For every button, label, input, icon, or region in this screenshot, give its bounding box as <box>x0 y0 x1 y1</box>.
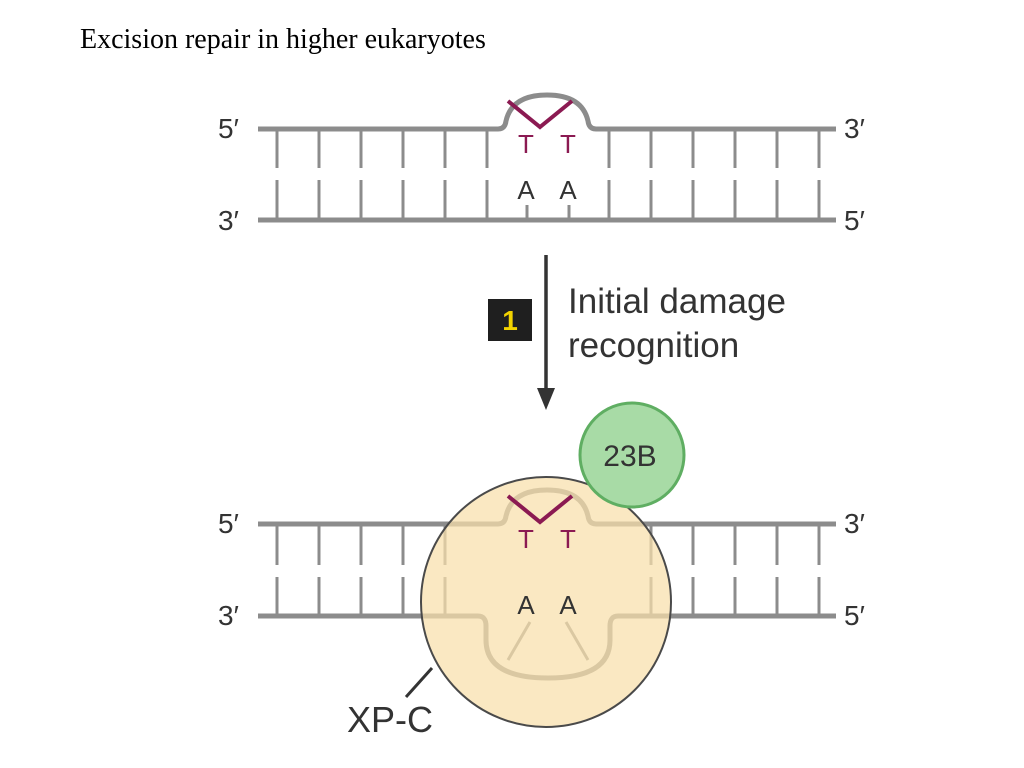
step-arrow-head <box>537 388 555 410</box>
xpc-leader-line <box>404 666 434 699</box>
slide-title: Excision repair in higher eukaryotes <box>80 24 486 55</box>
protein-23b-circle <box>578 401 686 509</box>
xpc-protein-circle <box>420 476 672 728</box>
top-adenine-1: A <box>517 175 535 205</box>
step-label-line-2: recognition <box>568 326 739 365</box>
step-number: 1 <box>502 305 518 336</box>
top-duplex-lower-left-end: 3′ <box>218 205 239 236</box>
bottom-duplex-lower-left-end: 3′ <box>218 600 239 631</box>
step-number-badge <box>488 299 532 341</box>
step-label-line-1: Initial damage <box>568 282 786 321</box>
top-adenine-2: A <box>559 175 577 205</box>
bottom-duplex-lower-right-end: 5′ <box>844 600 865 631</box>
xpc-label: XP-C <box>347 699 433 740</box>
top-duplex-upper-left-end: 5′ <box>218 113 239 144</box>
top-thymine-2: T <box>560 129 576 159</box>
bottom-adenine-1: A <box>517 590 535 620</box>
protein-23b: 23B <box>578 401 686 509</box>
protein-23b-label: 23B <box>603 440 656 473</box>
bottom-adenine-2: A <box>559 590 577 620</box>
top-thymine-dimer-bond <box>506 99 574 130</box>
top-duplex-lower-right-end: 5′ <box>844 205 865 236</box>
top-duplex-upper-strand <box>258 92 836 132</box>
bottom-thymine-1: T <box>518 524 534 554</box>
bottom-thymine-dimer-bond <box>506 494 574 525</box>
top-duplex-rungs <box>275 131 821 218</box>
bottom-thymine-2: T <box>560 524 576 554</box>
bottom-duplex-upper-right-end: 3′ <box>844 508 865 539</box>
step-1: 1 Initial damage recognition <box>488 255 786 410</box>
top-duplex-upper-right-end: 3′ <box>844 113 865 144</box>
top-dna-duplex: T T A A 5′ 3′ 3′ 5′ <box>218 92 865 236</box>
xpc-callout: XP-C <box>347 666 434 740</box>
bottom-damage-site: T T A A <box>506 494 577 620</box>
top-thymine-1: T <box>518 129 534 159</box>
bottom-duplex-upper-left-end: 5′ <box>218 508 239 539</box>
